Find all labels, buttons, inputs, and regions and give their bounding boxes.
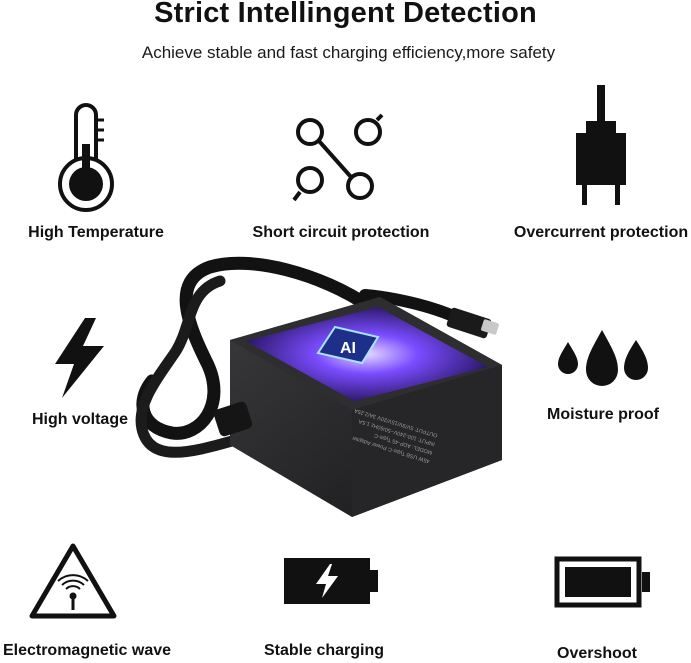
power-adapter-image: AI 45W USB Type-C Power Adapter MODEL: A…: [135, 256, 502, 517]
short-circuit-icon: [292, 113, 384, 202]
page-title: Strict Intellingent Detection: [154, 0, 537, 29]
feature-label-short-circuit: Short circuit protection: [252, 224, 430, 241]
water-drops-icon: [558, 330, 648, 386]
plug-icon: [576, 85, 626, 205]
chip-label: AI: [340, 340, 356, 357]
thermometer-icon: [58, 103, 114, 212]
lightning-icon: [55, 318, 104, 398]
radiation-warning-icon: [29, 543, 117, 619]
page-subtitle: Achieve stable and fast charging efficie…: [141, 43, 556, 62]
feature-label-overshoot: Overshoot: [556, 645, 638, 662]
charging-battery-icon: [284, 558, 378, 604]
battery-full-icon: [554, 556, 650, 608]
feature-label-electromagnetic: Electromagnetic wave: [2, 642, 172, 659]
feature-label-high-temperature: High Temperature: [28, 224, 164, 241]
feature-label-moisture: Moisture proof: [547, 406, 659, 423]
feature-label-stable-charging: Stable charging: [263, 642, 385, 659]
feature-label-high-voltage: High voltage: [31, 411, 129, 428]
feature-label-overcurrent: Overcurrent protection: [513, 224, 689, 241]
